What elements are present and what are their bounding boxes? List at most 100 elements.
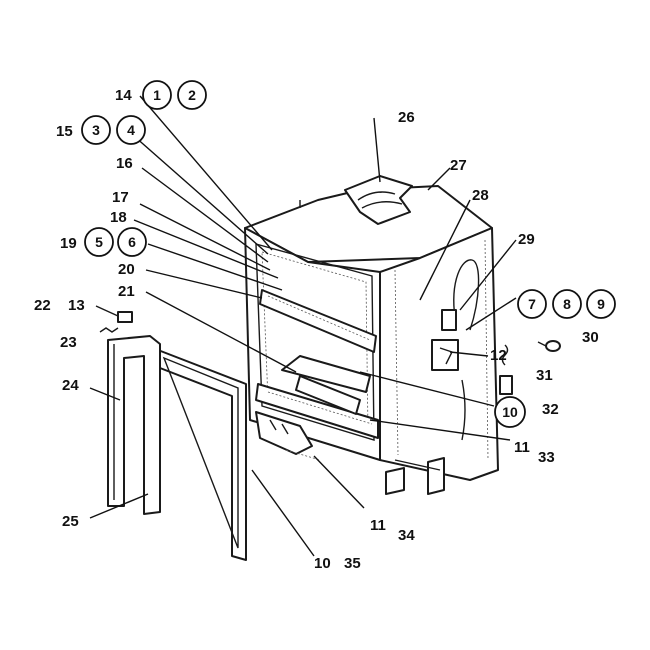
label-11-right: 11 <box>514 439 530 456</box>
label-17: 17 <box>112 189 129 206</box>
label-31: 31 <box>536 367 553 384</box>
callout-circle-10 <box>494 396 526 428</box>
ring-clip-pin <box>537 341 547 347</box>
label-32: 32 <box>542 401 559 418</box>
label-19: 19 <box>60 235 77 252</box>
label-26: 26 <box>398 109 415 126</box>
clip-13 <box>117 311 133 323</box>
leader-25 <box>89 493 149 519</box>
leader-11-right <box>369 419 511 441</box>
label-14: 14 <box>115 87 132 104</box>
base-edge <box>394 459 441 471</box>
label-29: 29 <box>518 231 535 248</box>
callout-1: 1 <box>153 87 161 103</box>
wire-harness <box>431 259 509 441</box>
label-24: 24 <box>62 377 79 394</box>
side-seam <box>394 269 399 456</box>
leader-14 <box>139 95 273 251</box>
label-33: 33 <box>538 449 555 466</box>
callout-circle-9 <box>586 289 616 319</box>
vent-louvres <box>357 191 403 209</box>
gasket-left-leg <box>107 335 161 515</box>
callout-4: 4 <box>127 122 135 138</box>
rear-leg <box>427 457 445 495</box>
callout-5: 5 <box>95 234 103 250</box>
leader-15 <box>133 135 269 255</box>
door-frame <box>157 349 247 561</box>
label-30: 30 <box>582 329 599 346</box>
label-34: 34 <box>398 527 415 544</box>
leader-16 <box>141 167 269 263</box>
label-11-lower: 11 <box>370 517 386 534</box>
middle-rail <box>281 355 371 393</box>
tub-opening-inner <box>261 251 369 433</box>
lower-rail-body <box>255 383 379 439</box>
ring-clip <box>545 340 561 352</box>
tub-top-face <box>244 185 493 263</box>
lower-wire <box>461 379 466 441</box>
lower-rail <box>255 375 379 439</box>
tub-opening-frame <box>255 243 375 441</box>
leader-7 <box>465 297 517 331</box>
side-edge-seam <box>484 239 489 461</box>
hinge-bracket <box>255 411 321 461</box>
middle-rail-body <box>281 355 371 393</box>
hinge-bracket-holes <box>269 419 289 435</box>
leader-29 <box>459 239 517 311</box>
leader-21 <box>145 291 297 373</box>
upper-rail-detail <box>267 295 371 341</box>
label-22: 22 <box>34 297 51 314</box>
clip-13-pin <box>95 305 119 317</box>
leader-19 <box>147 243 283 291</box>
leader-17 <box>139 203 271 271</box>
label-23: 23 <box>60 334 77 351</box>
label-25: 25 <box>62 513 79 530</box>
spray-arm <box>295 375 361 415</box>
harness-connector <box>441 309 457 331</box>
callout-10: 10 <box>502 404 518 420</box>
front-leg <box>385 467 405 495</box>
label-10-lower: 10 <box>314 555 331 572</box>
door-gasket <box>107 335 161 515</box>
hinge-bracket-body <box>255 411 313 455</box>
upper-rail <box>259 289 377 353</box>
label-35: 35 <box>344 555 361 572</box>
callout-2: 2 <box>188 87 196 103</box>
callout-9: 9 <box>597 296 605 312</box>
callout-circle-6 <box>117 227 147 257</box>
control-bracket <box>431 339 459 371</box>
callout-circle-3 <box>81 115 111 145</box>
label-27: 27 <box>450 157 467 174</box>
callout-6: 6 <box>128 234 136 250</box>
label-28: 28 <box>472 187 489 204</box>
wire-end <box>501 344 509 366</box>
leader-20 <box>145 269 263 299</box>
callout-8: 8 <box>563 296 571 312</box>
label-15: 15 <box>56 123 73 140</box>
callout-3: 3 <box>92 122 100 138</box>
vent-assembly <box>344 175 413 225</box>
callout-circle-1 <box>142 80 172 110</box>
small-bracket <box>499 375 513 395</box>
hinge-screw-line <box>285 449 321 461</box>
callout-circle-2 <box>177 80 207 110</box>
number-labels: 14 15 16 17 18 19 20 21 22 13 23 24 25 2… <box>34 87 599 572</box>
leader-18 <box>133 219 279 279</box>
leader-lines <box>89 95 517 557</box>
callout-7: 7 <box>528 296 536 312</box>
leader-12 <box>449 351 489 357</box>
ring-clip-part <box>537 340 561 352</box>
leader-24 <box>89 387 121 401</box>
label-13: 13 <box>68 297 85 314</box>
small-hardware <box>95 305 133 333</box>
label-12: 12 <box>490 347 507 364</box>
callout-circle-8 <box>552 289 582 319</box>
callout-circle-4 <box>116 115 146 145</box>
label-21: 21 <box>118 283 135 300</box>
leader-10-circled <box>359 371 495 407</box>
label-20: 20 <box>118 261 135 278</box>
label-18: 18 <box>110 209 127 226</box>
harness-loop <box>453 259 480 331</box>
